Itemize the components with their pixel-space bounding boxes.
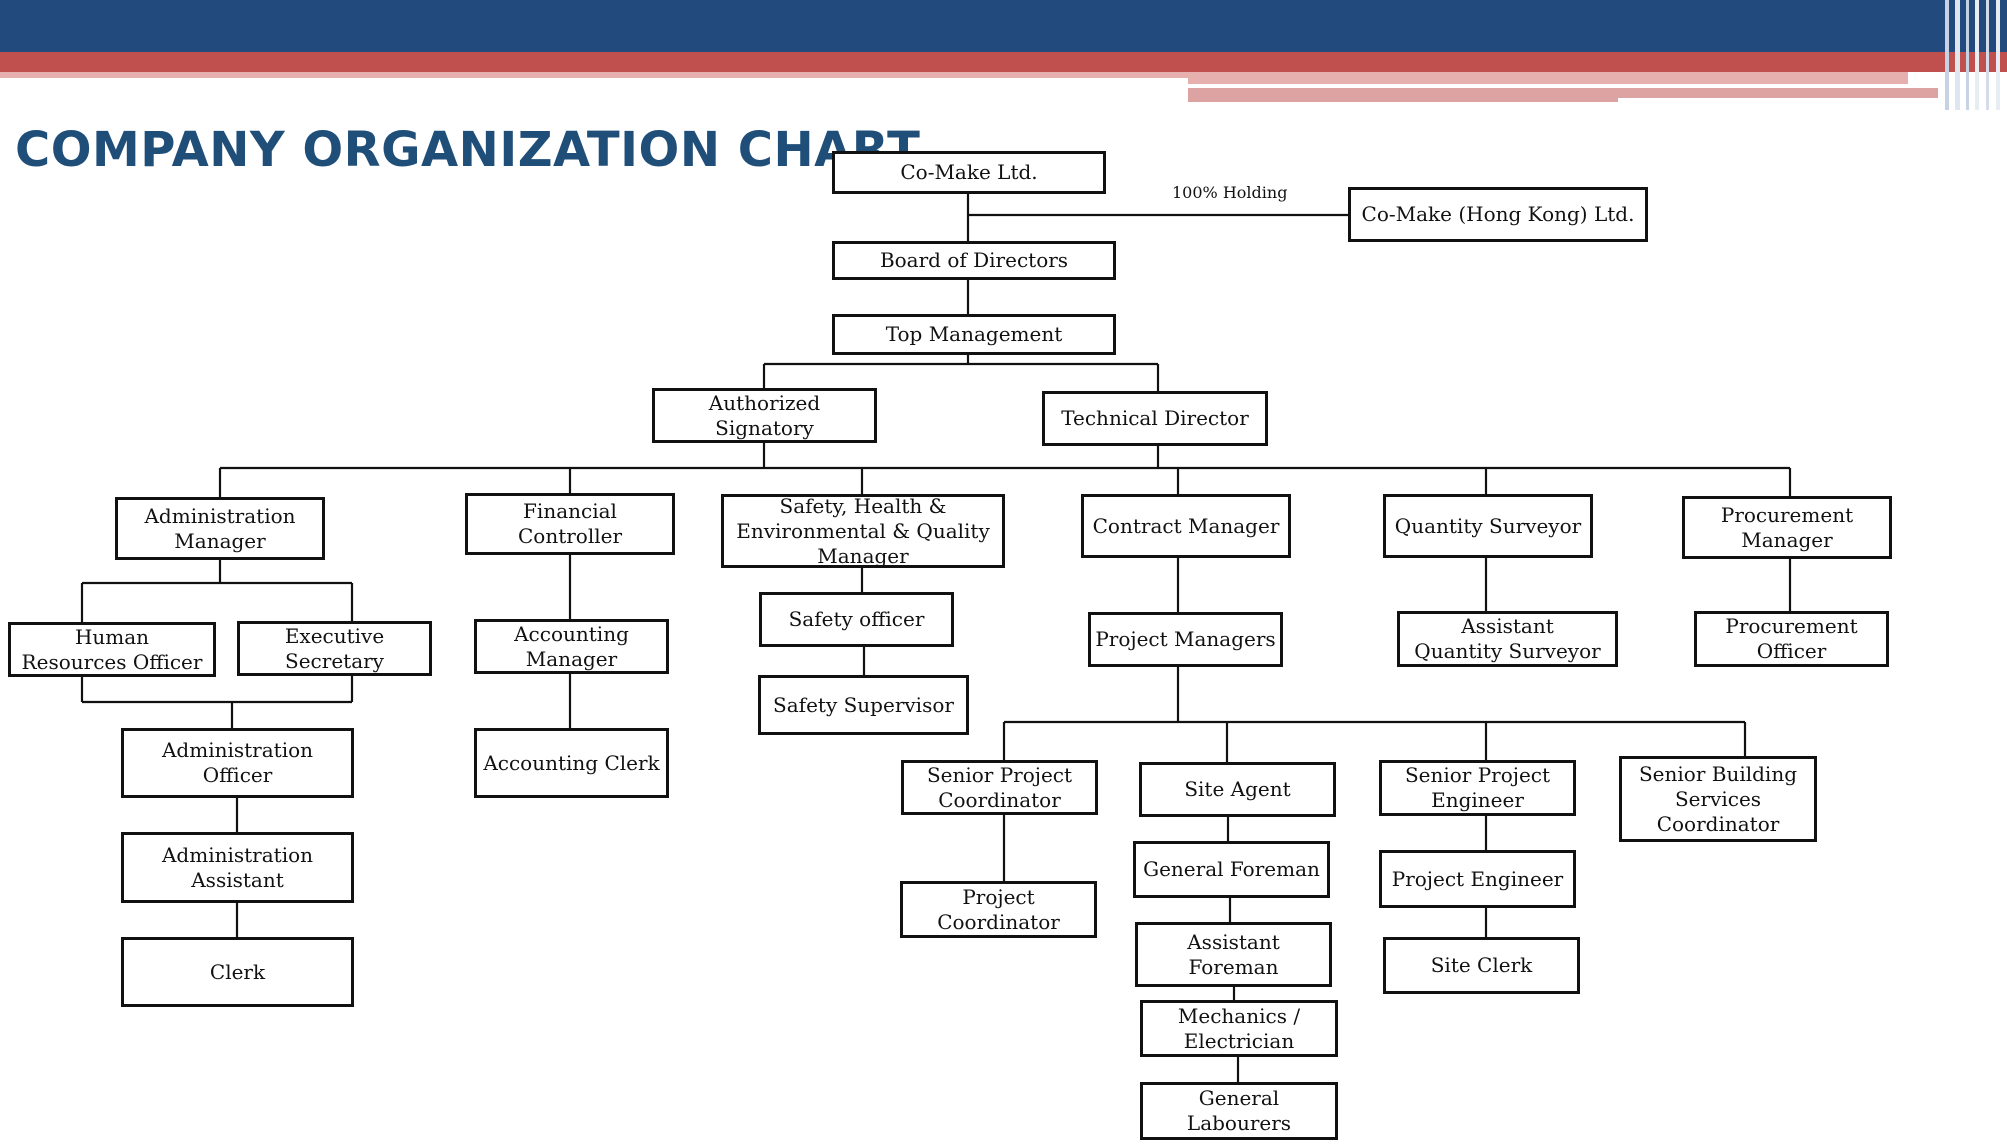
node-executive-secretary: Executive Secretary: [237, 621, 432, 676]
node-label: Senior Project Coordinator: [926, 762, 1073, 812]
node-label: Assistant Foreman: [1187, 929, 1280, 979]
node-assistant-foreman: Assistant Foreman: [1135, 922, 1332, 987]
node-top-management: Top Management: [832, 314, 1116, 355]
node-site-clerk: Site Clerk: [1383, 937, 1580, 994]
node-contract-manager: Contract Manager: [1081, 494, 1291, 558]
node-human-resources-officer: Human Resources Officer: [8, 622, 216, 677]
node-label: Administration Officer: [161, 738, 314, 787]
node-mechanics-electrician: Mechanics / Electrician: [1140, 1000, 1338, 1057]
node-label: Accounting Clerk: [483, 750, 660, 775]
node-quantity-surveyor: Quantity Surveyor: [1383, 494, 1593, 558]
node-label: Project Engineer: [1391, 866, 1564, 891]
node-procurement-officer: Procurement Officer: [1694, 611, 1889, 667]
node-administration-manager: Administration Manager: [115, 497, 325, 560]
node-project-engineer: Project Engineer: [1379, 850, 1576, 908]
node-project-coordinator: Project Coordinator: [900, 881, 1097, 938]
node-label: Human Resources Officer: [21, 624, 203, 674]
node-label: Quantity Surveyor: [1394, 513, 1582, 538]
node-financial-controller: Financial Controller: [465, 493, 675, 555]
node-label: General Foreman: [1143, 857, 1320, 881]
node-safety-officer: Safety officer: [759, 592, 954, 647]
node-board-of-directors: Board of Directors: [832, 241, 1116, 280]
node-administration-assistant: Administration Assistant: [121, 832, 354, 903]
node-label: Executive Secretary: [284, 623, 385, 673]
node-procurement-manager: Procurement Manager: [1682, 496, 1892, 559]
node-label: Senior Building Services Coordinator: [1638, 761, 1798, 836]
node-general-foreman: General Foreman: [1133, 841, 1330, 898]
node-label: Safety Supervisor: [773, 692, 954, 717]
node-label: Safety, Health & Environmental & Quality…: [736, 493, 990, 568]
node-clerk: Clerk: [121, 937, 354, 1007]
node-label: Financial Controller: [517, 499, 623, 548]
node-assistant-quantity-surveyor: Assistant Quantity Surveyor: [1397, 611, 1618, 667]
node-label: Procurement Manager: [1720, 502, 1854, 552]
node-label: Administration Manager: [144, 503, 296, 553]
node-label: Project Coordinator: [937, 884, 1060, 934]
node-co-make-ltd: Co-Make Ltd.: [832, 151, 1106, 194]
node-label: Co-Make Ltd.: [900, 160, 1038, 184]
node-accounting-clerk: Accounting Clerk: [474, 728, 669, 798]
node-label: Mechanics / Electrician: [1177, 1003, 1301, 1053]
node-label: Board of Directors: [879, 248, 1069, 272]
node-administration-officer: Administration Officer: [121, 728, 354, 798]
node-authorized-signatory: Authorized Signatory: [652, 388, 877, 443]
node-label: Top Management: [885, 322, 1063, 346]
node-label: Senior Project Engineer: [1404, 763, 1551, 812]
node-senior-project-engineer: Senior Project Engineer: [1379, 760, 1576, 816]
node-label: Site Clerk: [1430, 953, 1533, 977]
node-project-managers: Project Managers: [1088, 612, 1283, 667]
node-co-make-hong-kong: Co-Make (Hong Kong) Ltd.: [1348, 187, 1648, 242]
node-accounting-manager: Accounting Manager: [474, 619, 669, 674]
node-label: Accounting Manager: [514, 621, 629, 671]
node-safety-supervisor: Safety Supervisor: [758, 675, 969, 735]
node-technical-director: Technical Director: [1042, 391, 1268, 446]
node-label: Procurement Officer: [1725, 614, 1858, 663]
node-label: Assistant Quantity Surveyor: [1414, 614, 1601, 663]
node-label: General Labourers: [1186, 1086, 1292, 1135]
node-label: Clerk: [209, 959, 266, 984]
node-label: Site Agent: [1184, 777, 1291, 801]
node-label: Authorized Signatory: [708, 390, 821, 440]
header-banner: [0, 0, 2007, 110]
node-label: Safety officer: [788, 607, 925, 631]
holding-label: 100% Holding: [1172, 183, 1288, 202]
node-senior-project-coordinator: Senior Project Coordinator: [901, 760, 1098, 815]
node-label: Technical Director: [1061, 406, 1249, 430]
node-label: Administration Assistant: [161, 842, 314, 892]
node-general-labourers: General Labourers: [1140, 1082, 1338, 1140]
node-label: Co-Make (Hong Kong) Ltd.: [1361, 202, 1635, 226]
node-site-agent: Site Agent: [1139, 762, 1336, 817]
node-shq-manager: Safety, Health & Environmental & Quality…: [721, 494, 1005, 568]
node-label: Project Managers: [1095, 627, 1276, 651]
node-senior-building-services-coordinator: Senior Building Services Coordinator: [1619, 756, 1817, 842]
page-title: COMPANY ORGANIZATION CHART: [15, 122, 921, 178]
node-label: Contract Manager: [1092, 513, 1280, 538]
